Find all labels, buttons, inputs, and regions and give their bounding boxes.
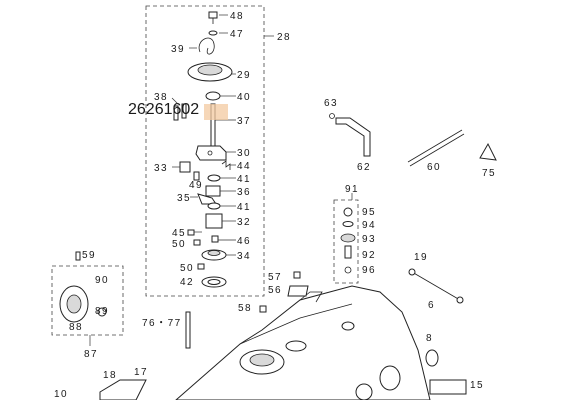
- washer-47: [208, 30, 228, 36]
- label-59: 59: [82, 250, 96, 261]
- label-75: 75: [482, 168, 496, 179]
- label-96: 96: [362, 265, 376, 276]
- plate-15: [429, 379, 467, 395]
- plate-17-18: [99, 379, 147, 400]
- part-56-57: [287, 271, 309, 297]
- label-36: 36: [237, 187, 251, 198]
- pin-49: [193, 171, 200, 181]
- label-57: 57: [268, 272, 282, 283]
- nut-40: [205, 91, 236, 101]
- label-49: 49: [189, 180, 203, 191]
- label-38: 38: [154, 92, 168, 103]
- part-75: [479, 142, 497, 161]
- wheel-34: [201, 249, 236, 261]
- label-35: 35: [177, 193, 191, 204]
- label-94: 94: [362, 220, 376, 231]
- tension-assembly-91: [340, 207, 356, 274]
- group-box-87: [51, 265, 124, 336]
- label-41b: 41: [237, 202, 251, 213]
- spring-44: [221, 160, 236, 170]
- label-92: 92: [362, 250, 376, 261]
- cam-32: [205, 213, 236, 229]
- overlay-label: 26261602: [128, 101, 199, 118]
- label-15: 15: [470, 380, 484, 391]
- label-87: 87: [84, 349, 98, 360]
- label-44: 44: [237, 161, 251, 172]
- label-17: 17: [134, 367, 148, 378]
- label-91: 91: [345, 184, 359, 195]
- group-box-91: [333, 199, 359, 284]
- label-45: 45: [172, 228, 186, 239]
- label-29: 29: [237, 70, 251, 81]
- washer-42: [201, 276, 227, 288]
- bar-76-77: [185, 311, 191, 349]
- rod-60: [407, 129, 465, 167]
- machine-body: [175, 285, 431, 400]
- knob-33: [172, 161, 191, 173]
- pin-46: [211, 235, 236, 243]
- screw-58: [259, 305, 267, 313]
- label-33: 33: [154, 163, 168, 174]
- label-48: 48: [230, 11, 244, 22]
- label-50a: 50: [172, 239, 186, 250]
- label-46: 46: [237, 236, 251, 247]
- label-18: 18: [103, 370, 117, 381]
- label-88: 88: [69, 322, 83, 333]
- label-19: 19: [414, 252, 428, 263]
- highlight-box: [204, 104, 228, 120]
- label-42: 42: [180, 277, 194, 288]
- label-32: 32: [237, 217, 251, 228]
- label-56: 56: [268, 285, 282, 296]
- label-76-77: 76・77: [142, 318, 182, 329]
- screw-45: [187, 229, 202, 236]
- label-37: 37: [237, 116, 251, 127]
- label-60: 60: [427, 162, 441, 173]
- collar-41a: [207, 174, 236, 182]
- label-90: 90: [95, 275, 109, 286]
- label-63: 63: [324, 98, 338, 109]
- label-93: 93: [362, 234, 376, 245]
- label-28: 28: [277, 32, 291, 43]
- label-39: 39: [171, 44, 185, 55]
- label-95: 95: [362, 207, 376, 218]
- screw-50a: [193, 239, 201, 246]
- label-6: 6: [428, 300, 435, 311]
- bracket-30: [195, 145, 236, 161]
- label-58: 58: [238, 303, 252, 314]
- screw-48: [208, 11, 228, 24]
- label-30: 30: [237, 148, 251, 159]
- label-41a: 41: [237, 174, 251, 185]
- collar-41b: [207, 202, 236, 210]
- bracket-62: [329, 113, 371, 157]
- label-8: 8: [426, 333, 433, 344]
- screw-50b: [197, 263, 205, 270]
- label-10: 10: [54, 389, 68, 400]
- label-40: 40: [237, 92, 251, 103]
- label-89: 89: [95, 306, 109, 317]
- label-34: 34: [237, 251, 251, 262]
- spring-39: [189, 37, 215, 55]
- label-47: 47: [230, 29, 244, 40]
- part-8: [425, 349, 439, 367]
- rod-6: [408, 268, 464, 304]
- label-62: 62: [357, 162, 371, 173]
- label-50b: 50: [180, 263, 194, 274]
- hook-assembly-87: [59, 251, 107, 323]
- bush-36: [205, 185, 236, 197]
- screws-38: [171, 97, 187, 121]
- group-box-28: [145, 5, 265, 297]
- disc-29: [187, 62, 236, 82]
